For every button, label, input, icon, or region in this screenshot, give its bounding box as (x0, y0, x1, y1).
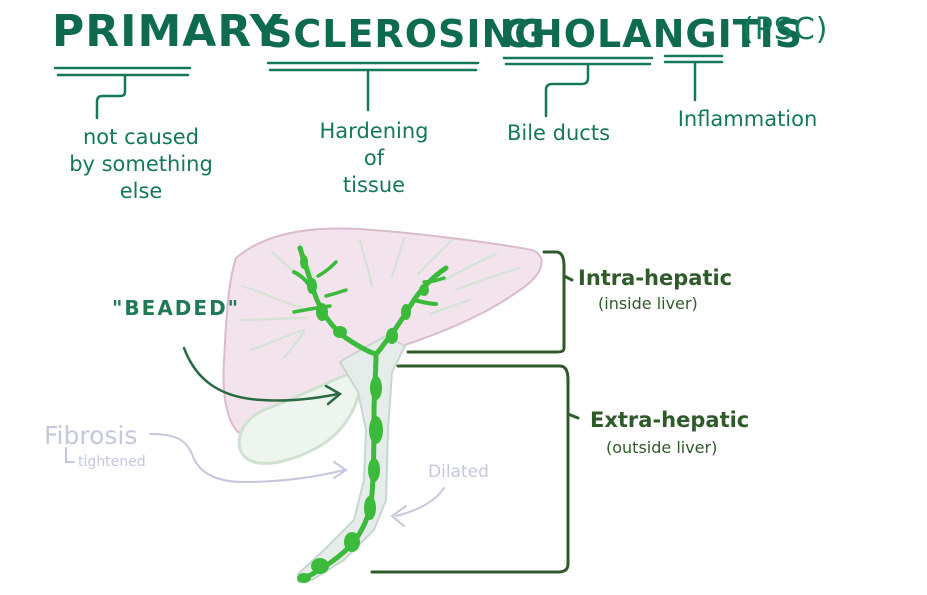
fibrosis-label: Fibrosis (44, 421, 138, 450)
definition-sclerosing: Hardening of tissue (314, 118, 434, 199)
title-abbreviation: (PSC) (742, 12, 829, 47)
title-primary: PRIMARY (52, 6, 283, 57)
definition-inflammation: Inflammation (677, 107, 818, 131)
title-underlines (53, 54, 724, 120)
definition-sclerosing-line-1: Hardening (319, 119, 429, 143)
extra-hepatic-bracket-tick (566, 412, 580, 420)
intra-hepatic-bracket (406, 250, 566, 354)
beaded-arrow (182, 346, 343, 406)
definition-primary-line-2: by something (69, 152, 213, 176)
dilated-pointer (390, 487, 445, 527)
extra-hepatic-subtitle: (outside liver) (606, 438, 718, 457)
dilated-label: Dilated (428, 462, 489, 482)
duct-beads (297, 255, 429, 583)
definition-primary-line-3: else (119, 179, 163, 203)
definition-primary-line-1: not caused (83, 125, 199, 149)
definition-sclerosing-line-3: tissue (342, 173, 406, 197)
extra-hepatic-title: Extra-hepatic (590, 408, 750, 432)
intra-hepatic-bracket-tick (562, 274, 574, 282)
intra-hepatic-subtitle: (inside liver) (598, 294, 698, 313)
region-brackets (370, 250, 580, 574)
title-sclerosing: SCLEROSING (265, 12, 547, 56)
definition-sclerosing-line-2: of (363, 146, 385, 170)
fibrosis-pointer (65, 433, 348, 484)
faint-branches (238, 236, 522, 360)
definition-bile-ducts: Bile ducts (506, 121, 611, 145)
tightened-label: tightened (78, 454, 146, 470)
title-cholangitis: CHOLANGITIS (502, 12, 804, 56)
beaded-label: "BEADED" (112, 296, 241, 320)
extra-hepatic-bracket (370, 364, 570, 574)
intra-hepatic-title: Intra-hepatic (578, 266, 733, 290)
definition-primary: not caused by something else (56, 124, 226, 205)
